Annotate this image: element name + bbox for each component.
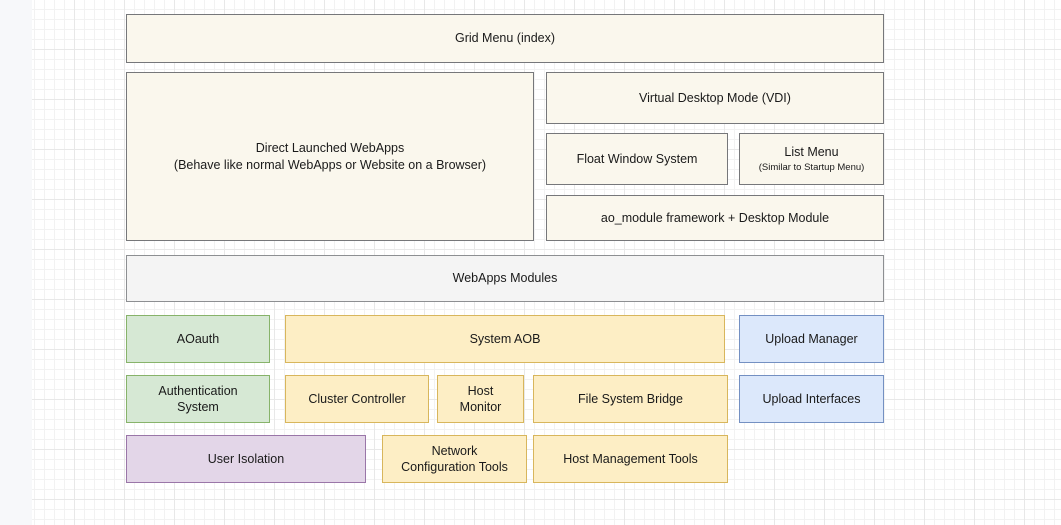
node-virtual-desktop-mode-label: Virtual Desktop Mode (VDI) <box>639 90 791 105</box>
node-cluster-controller[interactable]: Cluster Controller <box>285 375 429 423</box>
node-host-management-tools-label: Host Management Tools <box>563 451 698 466</box>
node-float-window-system-label: Float Window System <box>576 151 698 166</box>
node-file-system-bridge[interactable]: File System Bridge <box>533 375 728 423</box>
node-system-aob[interactable]: System AOB <box>285 315 725 363</box>
node-host-monitor-label-line1: Host <box>467 383 494 398</box>
node-file-system-bridge-label: File System Bridge <box>578 391 683 406</box>
node-grid-menu[interactable]: Grid Menu (index) <box>126 14 884 63</box>
node-float-window-system[interactable]: Float Window System <box>546 133 728 185</box>
node-network-configuration-tools-label-line2: Configuration Tools <box>401 460 508 474</box>
node-host-monitor[interactable]: Host Monitor <box>437 375 524 423</box>
node-aoauth[interactable]: AOauth <box>126 315 270 363</box>
node-authentication-system-label-line1: Authentication <box>158 383 238 398</box>
node-webapps-modules-label: WebApps Modules <box>452 271 558 286</box>
node-ao-module-framework[interactable]: ao_module framework + Desktop Module <box>546 195 884 241</box>
node-network-configuration-tools[interactable]: Network Configuration Tools <box>382 435 527 483</box>
node-direct-launched-webapps-label-line1: Direct Launched WebApps <box>255 141 405 155</box>
node-upload-manager-label: Upload Manager <box>765 331 858 346</box>
node-upload-interfaces-label: Upload Interfaces <box>762 391 861 406</box>
node-host-monitor-label-line2: Monitor <box>459 400 502 414</box>
node-authentication-system-label-line2: System <box>177 400 219 414</box>
node-host-management-tools[interactable]: Host Management Tools <box>533 435 728 483</box>
node-direct-launched-webapps[interactable]: Direct Launched WebApps (Behave like nor… <box>126 72 534 241</box>
node-list-menu-label: List Menu <box>784 145 839 160</box>
node-user-isolation-label: User Isolation <box>207 451 285 466</box>
node-list-menu-subtitle: (Similar to Startup Menu) <box>758 161 865 173</box>
node-upload-interfaces[interactable]: Upload Interfaces <box>739 375 884 423</box>
left-gutter <box>0 0 32 525</box>
node-aoauth-label: AOauth <box>176 331 220 346</box>
node-virtual-desktop-mode[interactable]: Virtual Desktop Mode (VDI) <box>546 72 884 124</box>
node-grid-menu-label: Grid Menu (index) <box>454 31 556 46</box>
node-ao-module-framework-label: ao_module framework + Desktop Module <box>600 210 830 225</box>
node-user-isolation[interactable]: User Isolation <box>126 435 366 483</box>
node-system-aob-label: System AOB <box>469 331 541 346</box>
node-network-configuration-tools-label-line1: Network <box>431 443 478 458</box>
node-authentication-system[interactable]: Authentication System <box>126 375 270 423</box>
node-webapps-modules[interactable]: WebApps Modules <box>126 255 884 302</box>
node-upload-manager[interactable]: Upload Manager <box>739 315 884 363</box>
node-list-menu[interactable]: List Menu (Similar to Startup Menu) <box>739 133 884 185</box>
node-cluster-controller-label: Cluster Controller <box>308 391 406 406</box>
node-direct-launched-webapps-label-line2: (Behave like normal WebApps or Website o… <box>173 157 487 172</box>
